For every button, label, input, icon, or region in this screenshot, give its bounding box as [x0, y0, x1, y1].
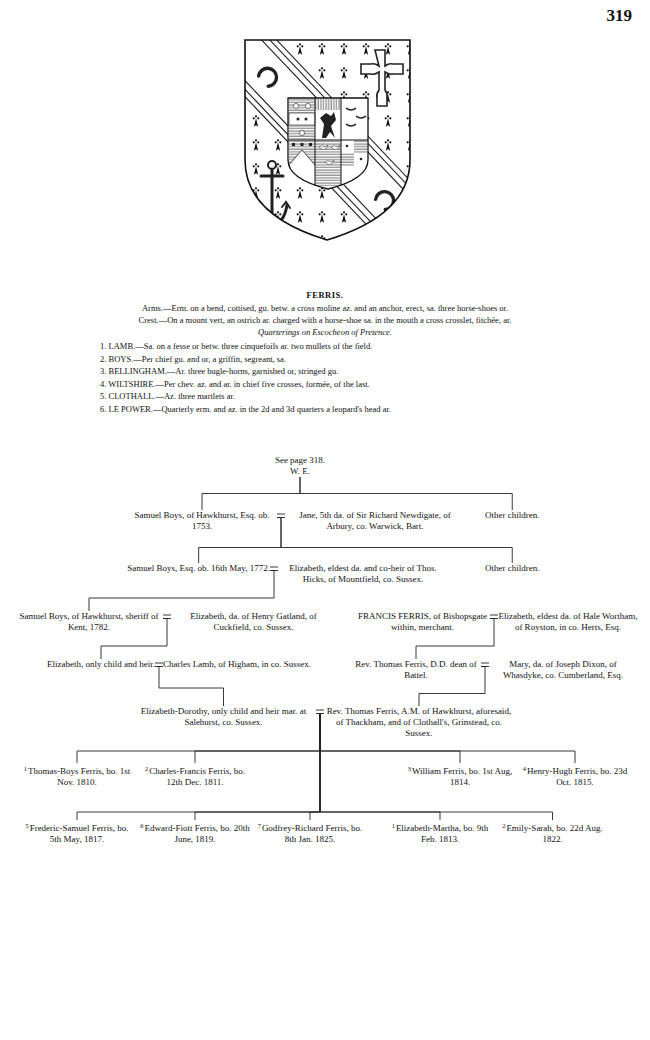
- person-text: Samuel Boys, of Hawkhurst, sheriff of Ke…: [19, 611, 158, 632]
- birth-order-number: 2: [145, 765, 148, 772]
- person-entry: 5Frederic-Samuel Ferris, bo. 5th May, 18…: [22, 820, 132, 845]
- person-entry: FRANCIS FERRIS, of Bishopsgate within, m…: [355, 611, 490, 633]
- birth-order-number: 1: [392, 822, 395, 829]
- person-text: Elizabeth, da. of Henry Gatland, of Cuck…: [190, 611, 316, 632]
- blazon-text: Quarterings on Escocheon of Pretence.: [258, 327, 392, 338]
- person-text: Charles-Francis Ferris, bo. 12th Dec. 18…: [149, 766, 245, 787]
- person-text: Frederic-Samuel Ferris, bo. 5th May, 181…: [30, 823, 129, 844]
- person-text: Elizabeth, eldest da. of Hale Wortham, o…: [498, 611, 637, 632]
- person-entry: 2Charles-Francis Ferris, bo. 12th Dec. 1…: [140, 763, 250, 788]
- person-entry: Rev. Thomas Ferris, D.D. dean of Battel.: [351, 659, 481, 681]
- descent-line: [101, 619, 167, 660]
- birth-order-number: 7: [258, 822, 261, 829]
- person-text: Elizabeth, eldest da. and co-heir of Tho…: [289, 563, 437, 584]
- descent-line: [419, 667, 485, 707]
- marriage-sign: [270, 567, 278, 571]
- descent-line: [89, 571, 274, 612]
- blazon-text: 6. LE POWER.—Quarterly erm. and az. in t…: [100, 404, 391, 415]
- descent-line: [310, 714, 320, 821]
- marriage-sign: [277, 514, 285, 518]
- page-number: 319: [607, 10, 633, 21]
- person-entry: 1Elizabeth-Martha, bo. 9th Feb. 1813.: [385, 820, 495, 845]
- marriage-sign: [155, 663, 163, 667]
- person-entry: 7Godfrey-Richard Ferris, bo. 8th Jan. 18…: [255, 820, 365, 845]
- birth-order-number: 1: [24, 765, 27, 772]
- person-text: Other children.: [485, 563, 539, 573]
- person-entry: Elizabeth, da. of Henry Gatland, of Cuck…: [171, 611, 336, 633]
- person-text: Godfrey-Richard Ferris, bo. 8th Jan. 182…: [262, 823, 362, 844]
- person-entry: 1Thomas-Boys Ferris, bo. 1st Nov. 1810.: [22, 763, 132, 788]
- person-entry: Jane, 5th da. of Sir Richard Newdigate, …: [285, 510, 465, 532]
- birth-order-number: 5: [25, 822, 28, 829]
- person-entry: 4Henry-Hugh Ferris, bo. 23d Oct. 1815.: [520, 763, 630, 788]
- person-text: Rev. Thomas Ferris, A.M. of Hawkhurst, a…: [327, 706, 512, 738]
- person-entry: Samuel Boys, of Hawkhurst, Esq. ob. 1753…: [127, 510, 277, 532]
- person-entry: See page 318. W. E.: [269, 455, 331, 477]
- person-entry: 2Emily-Sarah, bo. 22d Aug. 1822.: [500, 820, 605, 845]
- person-text: Mary, da. of Joseph Dixon, of Whasdyke, …: [503, 659, 623, 680]
- person-entry: Rev. Thomas Ferris, A.M. of Hawkhurst, a…: [324, 706, 514, 739]
- person-entry: 6Edward-Fiott Ferris, bo. 20th June, 181…: [140, 820, 250, 845]
- person-text: FRANCIS FERRIS, of Bishopsgate within, m…: [358, 611, 487, 632]
- person-text: William Ferris, bo. 1st Aug, 1814.: [412, 766, 512, 787]
- person-text: Elizabeth-Dorothy, only child and heir m…: [141, 706, 306, 727]
- birth-order-number: 6: [140, 822, 143, 829]
- descent-line: [155, 667, 224, 707]
- person-text: Thomas-Boys Ferris, bo. 1st Nov. 1810.: [28, 766, 130, 787]
- descent-line: [202, 477, 300, 510]
- blazon-text: Arms.—Erm. on a bend, cottised, gu. betw…: [142, 303, 508, 314]
- person-text: Elizabeth, only child and heir.: [47, 659, 155, 669]
- person-entry: Elizabeth, eldest da. of Hale Wortham, o…: [498, 611, 638, 633]
- blazon-text: 2. BOYS.—Per chief gu. and or, a griffin…: [100, 354, 286, 365]
- person-text: Samuel Boys, of Hawkhurst, Esq. ob. 1753…: [134, 510, 269, 531]
- person-text: Charles Lamb, of Higham, in co. Sussex.: [163, 659, 311, 669]
- person-text: Jane, 5th da. of Sir Richard Newdigate, …: [299, 510, 450, 531]
- marriage-sign: [316, 710, 324, 714]
- person-entry: Elizabeth-Dorothy, only child and heir m…: [131, 706, 316, 728]
- marriage-sign: [163, 615, 171, 619]
- marriage-sign: [481, 663, 489, 667]
- person-text: Samuel Boys, Esq. ob. 16th May, 1772.: [127, 563, 270, 573]
- family-heading: FERRIS.: [307, 290, 344, 301]
- marriage-sign: [490, 615, 498, 619]
- birth-order-number: 4: [523, 765, 526, 772]
- person-entry: Samuel Boys, of Hawkhurst, sheriff of Ke…: [15, 611, 163, 633]
- person-entry: Elizabeth, only child and heir.: [47, 659, 155, 670]
- birth-order-number: 2: [502, 822, 505, 829]
- person-text: Henry-Hugh Ferris, bo. 23d Oct. 1815.: [527, 766, 627, 787]
- person-text: Other children.: [485, 510, 539, 520]
- descent-line: [316, 714, 553, 821]
- person-text: Elizabeth-Martha, bo. 9th Feb. 1813.: [396, 823, 488, 844]
- blazon-text: 1. LAMB.—Sa. on a fesse or betw. three c…: [100, 341, 372, 352]
- person-text: Edward-Fiott Ferris, bo. 20th June, 1819…: [145, 823, 250, 844]
- person-text: Emily-Sarah, bo. 22d Aug. 1822.: [506, 823, 603, 844]
- blazon-text: 3. BELLINGHAM.—Ar. three bugle-horns, ga…: [100, 366, 338, 377]
- birth-order-number: 3: [408, 765, 411, 772]
- person-entry: Other children.: [485, 510, 539, 521]
- blazon-text: Crest.—On a mount vert, an ostrich ar. c…: [139, 315, 512, 326]
- person-text: Rev. Thomas Ferris, D.D. dean of Battel.: [355, 659, 476, 680]
- person-entry: Samuel Boys, Esq. ob. 16th May, 1772.: [127, 563, 270, 574]
- person-entry: Other children.: [485, 563, 539, 574]
- person-entry: Mary, da. of Joseph Dixon, of Whasdyke, …: [489, 659, 637, 681]
- blazon-text: 4. WILTSHIRE.—Per chev. az. and ar. in c…: [100, 379, 370, 390]
- blazon-text: 5. CLOTHALL.—Az. three martlets ar.: [100, 391, 235, 402]
- person-entry: Elizabeth, eldest da. and co-heir of Tho…: [278, 563, 448, 585]
- person-text: See page 318. W. E.: [275, 455, 325, 476]
- person-entry: Charles Lamb, of Higham, in co. Sussex.: [163, 659, 311, 670]
- descent-line: [300, 477, 512, 510]
- person-entry: 3William Ferris, bo. 1st Aug, 1814.: [405, 763, 515, 788]
